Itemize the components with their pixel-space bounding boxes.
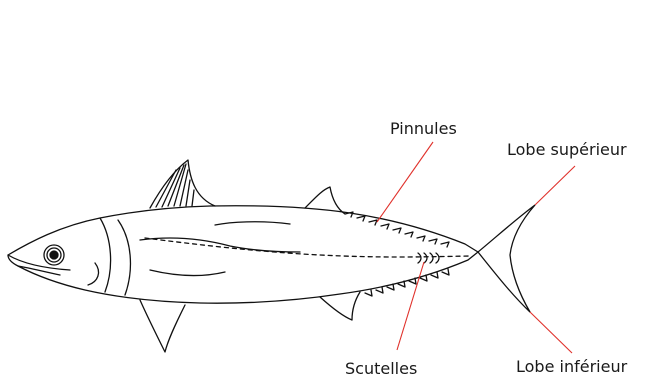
pectoral-fin [140, 300, 185, 352]
leader-lobe-superieur [535, 166, 575, 205]
label-lobe-superieur: Lobe supérieur [507, 142, 627, 158]
ventral-pinnules [365, 269, 449, 296]
label-lobe-inferieur: Lobe inférieur [516, 359, 627, 375]
caudal-fin [478, 205, 535, 312]
scutelles-keel [418, 253, 439, 263]
leader-lobe-inferieur [530, 312, 572, 353]
dorsal-pinnules [345, 212, 449, 247]
leader-pinnules [377, 142, 433, 222]
lateral-line [145, 238, 470, 257]
label-scutelles: Scutelles [345, 361, 417, 377]
label-pinnules: Pinnules [390, 121, 457, 137]
gill-cover [118, 220, 130, 295]
fish-outline [8, 160, 535, 352]
fish-body [8, 206, 478, 303]
leader-lines [377, 142, 575, 353]
leader-scutelles [397, 262, 424, 350]
